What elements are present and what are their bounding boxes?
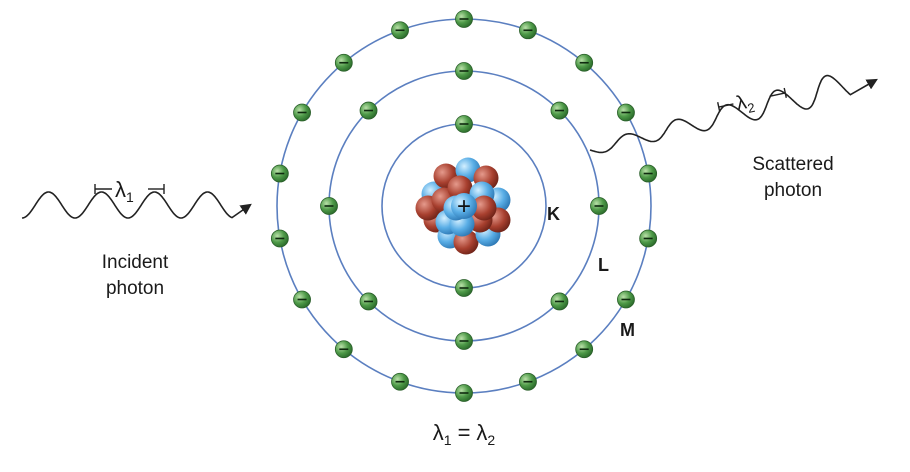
electron-m-3 — [575, 53, 594, 72]
nucleus-plus-sign: + — [457, 193, 471, 220]
electron-m-4 — [617, 103, 635, 122]
electron-m-15 — [270, 164, 289, 183]
electron-m-14 — [270, 229, 289, 248]
shell-label-m: M — [620, 320, 635, 340]
electron-l-3 — [590, 197, 608, 215]
shell-label-k: K — [547, 204, 560, 224]
nucleus-center — [451, 193, 477, 219]
electron-m-16 — [293, 103, 311, 122]
electron-l-6 — [359, 292, 378, 311]
electron-l-5 — [455, 332, 473, 350]
electron-l-4 — [550, 292, 569, 311]
electron-m-8 — [575, 340, 594, 359]
shell-label-l: L — [598, 255, 609, 275]
electron-m-10 — [455, 384, 473, 402]
electron-m-13 — [293, 290, 311, 309]
electron-l-2 — [550, 101, 569, 120]
electron-m-18 — [391, 21, 409, 40]
electrons — [270, 10, 658, 402]
wavelength-equation: λ1=λ2 — [433, 420, 496, 448]
electron-m-17 — [334, 53, 353, 72]
electron-m-9 — [519, 372, 537, 391]
electron-m-1 — [455, 10, 473, 28]
incident-label-line1: Incident — [102, 252, 169, 273]
incident-wavelength-bracket: λ1 — [94, 177, 165, 205]
electron-l-1 — [455, 62, 473, 80]
lambda2-symbol: λ2 — [734, 90, 756, 118]
electron-m-6 — [639, 229, 658, 248]
lambda1-symbol: λ1 — [115, 177, 134, 205]
electron-m-11 — [391, 372, 409, 391]
electron-m-7 — [617, 290, 635, 309]
electron-m-2 — [519, 21, 537, 40]
electron-l-7 — [320, 197, 338, 215]
scattered-label-line1: Scattered — [752, 154, 833, 175]
electron-l-8 — [359, 101, 378, 120]
electron-k-2 — [455, 279, 473, 297]
incident-label-line2: photon — [106, 278, 164, 299]
nucleus: + — [415, 157, 511, 255]
scattered-label-line2: photon — [764, 180, 822, 201]
electron-m-12 — [334, 340, 353, 359]
scattered-wavelength-bracket: λ2 — [717, 87, 787, 118]
electron-m-5 — [639, 164, 658, 183]
scattered-photon-wave — [589, 74, 878, 154]
electron-k-1 — [455, 115, 473, 133]
proton-18 — [471, 195, 497, 221]
incident-photon-wave — [21, 191, 252, 219]
